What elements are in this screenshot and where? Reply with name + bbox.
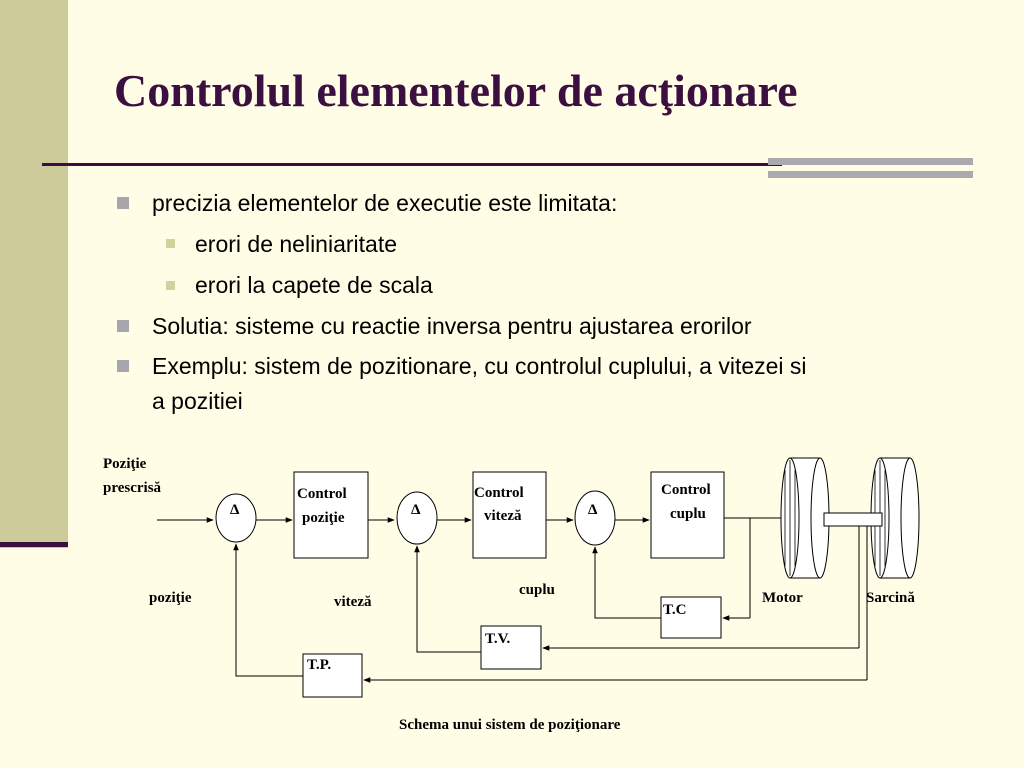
title-rule-accent-top bbox=[768, 158, 973, 165]
torque-sensor-label: T.C bbox=[663, 602, 686, 618]
motor-label: Motor bbox=[762, 590, 803, 606]
speed-label: viteză bbox=[334, 594, 372, 610]
torque-label: cuplu bbox=[519, 582, 555, 598]
bullet-square-icon bbox=[117, 197, 129, 209]
speed-feedback-return bbox=[414, 545, 481, 653]
shaft bbox=[823, 512, 883, 527]
title-rule-accent-bottom bbox=[768, 171, 973, 178]
sum-node-position bbox=[215, 493, 257, 543]
position-sensor-block bbox=[302, 653, 363, 698]
speed-sensor-block bbox=[480, 625, 542, 670]
sum-node-torque bbox=[574, 490, 616, 546]
sub-bullet-item: erori la capete de scala bbox=[195, 272, 433, 298]
bullet-item-continuation: a pozitiei bbox=[152, 388, 243, 414]
motor-drum bbox=[780, 457, 830, 579]
side-decor-strip bbox=[0, 0, 68, 548]
position-sensor-label: T.P. bbox=[307, 657, 331, 673]
load-label: Sarcină bbox=[866, 590, 915, 606]
position-label: poziţie bbox=[149, 590, 192, 606]
input-label-line2: prescrisă bbox=[103, 480, 162, 496]
bullet-item: precizia elementelor de executie este li… bbox=[152, 190, 618, 216]
position-controller-block bbox=[293, 471, 369, 559]
torque-feedback-return bbox=[592, 546, 661, 619]
torque-controller-block bbox=[650, 471, 725, 559]
position-feedback-return bbox=[233, 543, 303, 677]
torque-controller-label-1: Control bbox=[661, 482, 711, 498]
sum-node-speed bbox=[396, 491, 438, 545]
title-rule bbox=[42, 163, 782, 166]
bullet-item: Solutia: sisteme cu reactie inversa pent… bbox=[152, 313, 752, 339]
input-label-line1: Poziţie bbox=[103, 456, 147, 472]
speed-sensor-label: T.V. bbox=[485, 631, 511, 647]
position-controller-label-1: Control bbox=[297, 486, 347, 502]
bullet-square-icon bbox=[117, 320, 129, 332]
diagram-caption: Schema unui sistem de poziţionare bbox=[399, 717, 621, 733]
position-controller-label-2: poziţie bbox=[302, 510, 345, 526]
bullet-item: Exemplu: sistem de pozitionare, cu contr… bbox=[152, 353, 807, 379]
delta-symbol: Δ bbox=[230, 502, 240, 518]
torque-controller-label-2: cuplu bbox=[670, 506, 706, 522]
bullet-square-icon bbox=[117, 360, 129, 372]
sub-bullet-square-icon bbox=[166, 239, 175, 248]
delta-symbol: Δ bbox=[588, 502, 598, 518]
slide-title: Controlul elementelor de acţionare bbox=[114, 65, 798, 116]
speed-controller-block bbox=[472, 471, 547, 559]
delta-symbol: Δ bbox=[411, 502, 421, 518]
torque-sensor-block bbox=[660, 596, 722, 639]
sub-bullet-square-icon bbox=[166, 281, 175, 290]
side-decor-line bbox=[0, 542, 68, 547]
speed-controller-label-1: Control bbox=[474, 485, 524, 501]
speed-controller-label-2: viteză bbox=[484, 508, 522, 524]
sub-bullet-item: erori de neliniaritate bbox=[195, 231, 398, 257]
